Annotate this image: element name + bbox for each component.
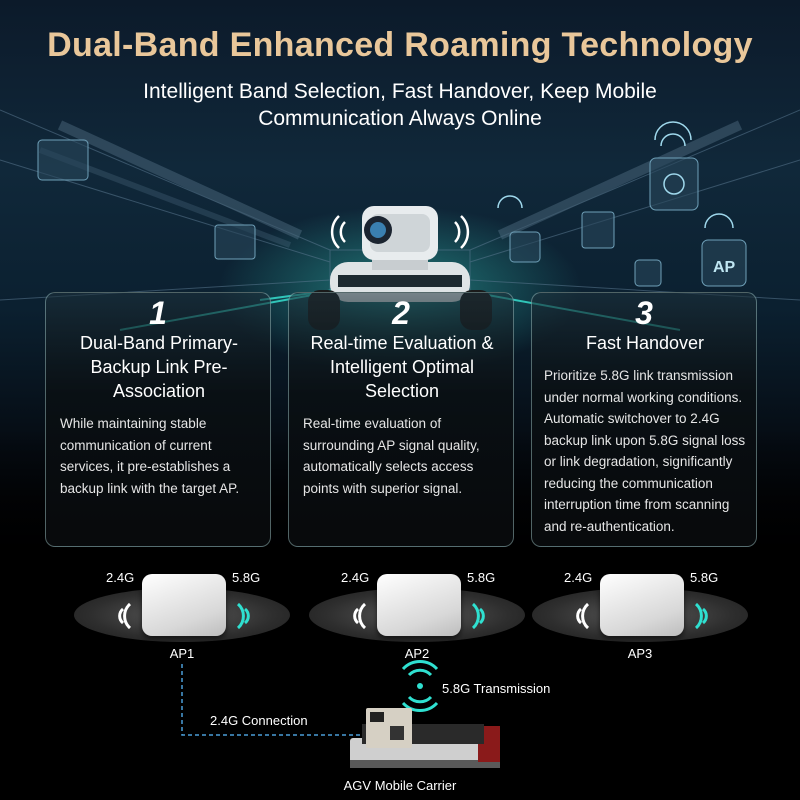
card-number: 3 [635, 295, 653, 331]
card-text: Prioritize 5.8G link transmission under … [544, 368, 746, 534]
ap-label: AP2 [404, 646, 430, 661]
page-title: Dual-Band Enhanced Roaming Technology [47, 26, 753, 64]
band-label-left: 2.4G [106, 570, 135, 585]
card-number: 2 [392, 295, 410, 331]
transmission-wave-icon [401, 659, 439, 713]
band-label-right: 5.8G [690, 570, 719, 585]
feature-card-3: 3 Fast Handover Prioritize 5.8G link tra… [531, 292, 757, 547]
wifi-wave-left-icon [118, 602, 132, 630]
connection-line [181, 664, 360, 736]
feature-card-2: 2 Real-time Evaluation & Intelligent Opt… [288, 292, 514, 547]
wifi-wave-left-icon [353, 602, 367, 630]
tunnel-scene: AP [0, 109, 800, 331]
connection-label: 2.4G Connection [210, 713, 308, 728]
access-point-device [142, 574, 226, 636]
access-point-2: 2.4G 5.8G AP2 [297, 566, 537, 666]
card-title: Fast Handover [585, 333, 705, 353]
access-point-device [600, 574, 684, 636]
page-subtitle: Intelligent Band Selection, Fast Handove… [143, 80, 657, 130]
carrier-label: AGV Mobile Carrier [343, 778, 457, 793]
wifi-wave-right-icon [694, 602, 708, 630]
card-title: Real-time Evaluation & Intelligent Optim… [310, 333, 494, 401]
feature-card-1: 1 Dual-Band Primary-Backup Link Pre-Asso… [45, 292, 271, 547]
wifi-wave-left-icon [576, 602, 590, 630]
card-text: While maintaining stable communication o… [60, 416, 240, 496]
ap-label: AP3 [627, 646, 653, 661]
band-label-left: 2.4G [341, 570, 370, 585]
card-text: Real-time evaluation of surrounding AP s… [303, 416, 480, 496]
access-point-3: 2.4G 5.8G AP3 [520, 566, 760, 666]
band-label-right: 5.8G [232, 570, 261, 585]
transmission-label: 5.8G Transmission [442, 681, 551, 696]
wifi-wave-right-icon [471, 602, 485, 630]
ap-wall-sign: AP [713, 259, 736, 276]
band-label-left: 2.4G [564, 570, 593, 585]
access-point-device [377, 574, 461, 636]
band-label-right: 5.8G [467, 570, 496, 585]
wifi-wave-right-icon [236, 602, 250, 630]
ap-label: AP1 [169, 646, 195, 661]
agv-carrier [350, 708, 500, 768]
card-title: Dual-Band Primary-Backup Link Pre-Associ… [79, 333, 239, 401]
access-point-1: 2.4G 5.8G AP1 [62, 566, 302, 666]
card-number: 1 [149, 295, 167, 331]
